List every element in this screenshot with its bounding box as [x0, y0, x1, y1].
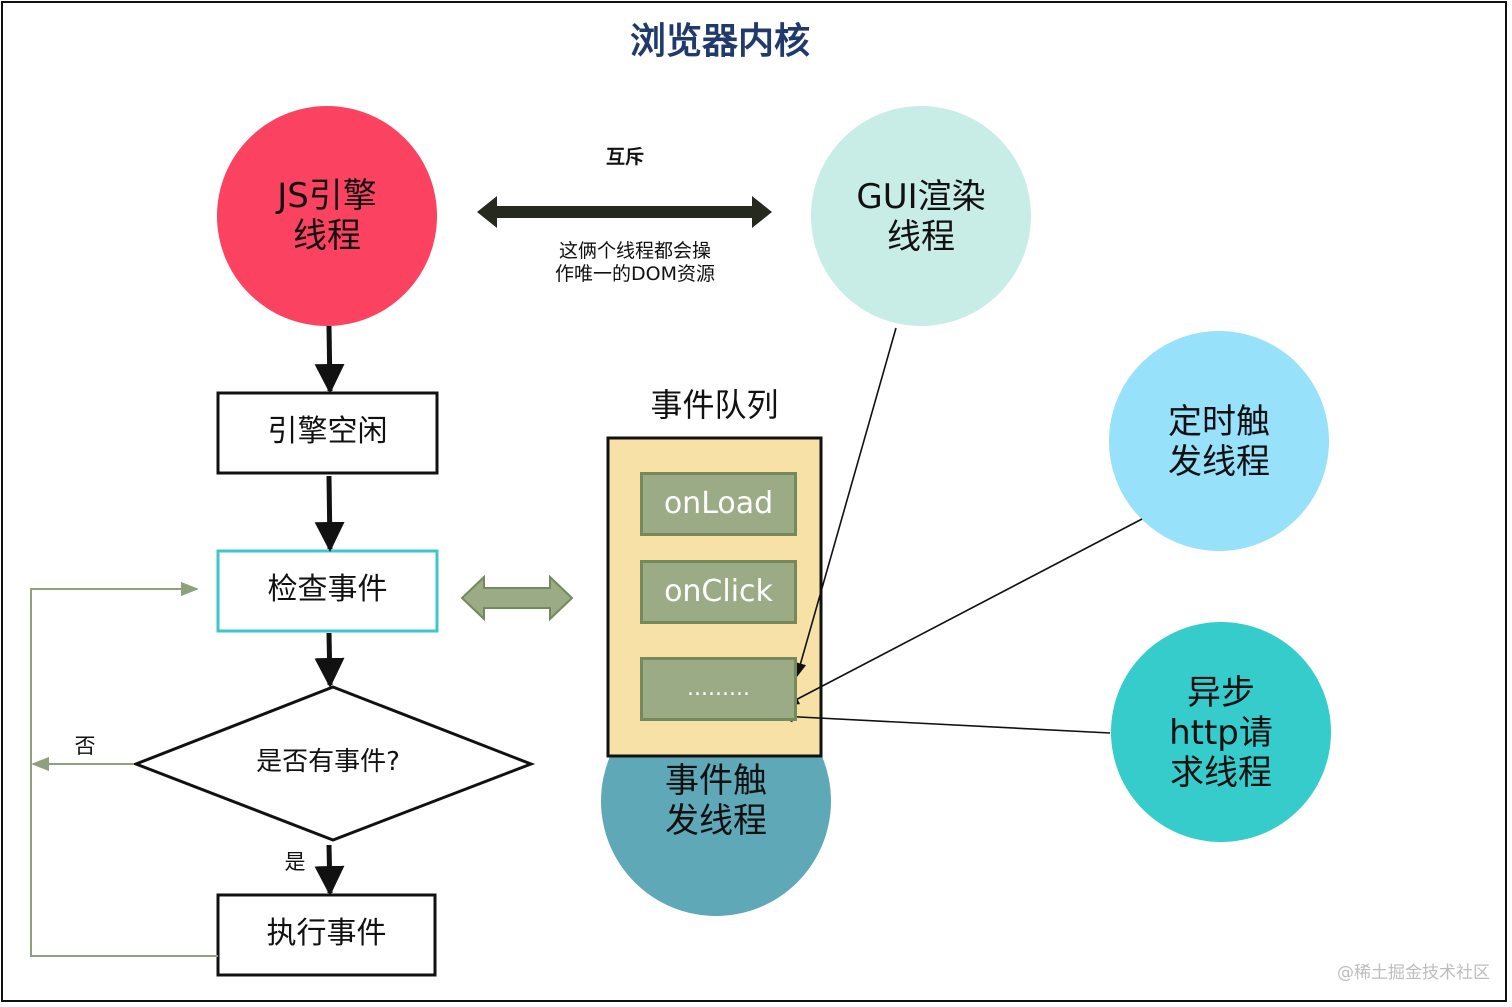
execute-label: 执行事件 — [266, 916, 387, 951]
mutex-note: 这俩个线程都会操 作唯一的DOM资源 — [555, 240, 715, 286]
check-box — [216, 549, 439, 633]
gui-render-circle — [811, 106, 1031, 326]
timer-thread-label: 定时触 发线程 — [1168, 402, 1270, 482]
mutex-label: 互斥 — [605, 146, 644, 168]
http-thread-label: 异步 http请 求线程 — [1169, 673, 1273, 793]
watermark: @稀土掘金技术社区 — [1337, 963, 1490, 983]
http-to-queue-arrow — [778, 710, 1111, 734]
gui-to-queue-arrow — [795, 327, 897, 678]
check-queue-double-arrow — [460, 574, 574, 622]
js-engine-label: JS引擎 线程 — [277, 176, 377, 256]
yes-label: 是 — [284, 850, 306, 874]
js-engine-circle — [217, 106, 437, 326]
event-trigger-label: 事件触 发线程 — [665, 761, 767, 841]
queue-item-onclick: onClick — [640, 560, 797, 624]
idle-label: 引擎空闲 — [267, 414, 388, 449]
event-queue-title: 事件队列 — [650, 386, 779, 424]
decision-diamond — [131, 685, 536, 842]
flow-arrow-check-to-decision — [314, 632, 345, 688]
page-title: 浏览器内核 — [629, 21, 810, 62]
loop-back-arrow — [30, 581, 218, 957]
check-label: 检查事件 — [267, 572, 388, 607]
decision-label: 是否有事件? — [256, 747, 400, 777]
queue-item-onload: onLoad — [640, 472, 797, 536]
gui-render-label: GUI渲染 线程 — [856, 177, 986, 257]
timer-thread-circle — [1109, 331, 1329, 551]
queue-item-more: ......... — [640, 657, 797, 721]
flow-arrow-js-to-idle — [314, 325, 345, 394]
timer-to-queue-arrow — [784, 518, 1143, 706]
no-label: 否 — [74, 734, 96, 758]
http-thread-circle — [1111, 622, 1331, 842]
mutex-double-arrow — [477, 196, 772, 228]
flow-arrow-decision-to-execute — [314, 844, 345, 896]
flow-arrow-idle-to-check — [314, 475, 345, 552]
